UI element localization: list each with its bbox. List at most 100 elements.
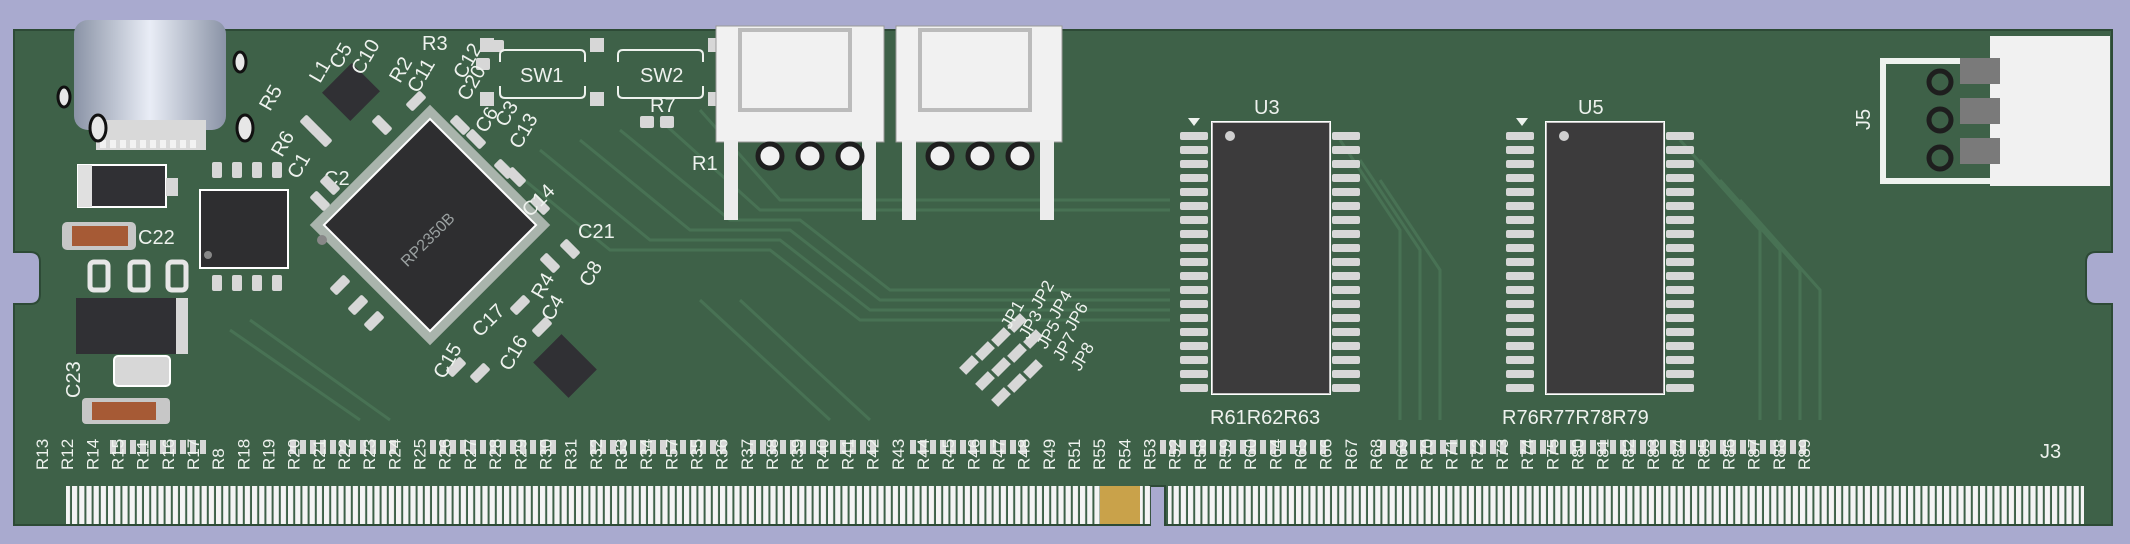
resistor-label: R36 <box>713 439 732 470</box>
resistor-pad <box>680 440 686 454</box>
resistor-pad <box>450 440 456 454</box>
label-j5: J5 <box>1853 109 1875 130</box>
resistor-label: R46 <box>964 439 983 470</box>
label-r7: R7 <box>650 95 676 117</box>
ic-pin <box>1332 230 1360 238</box>
resistor-pad <box>1740 440 1746 454</box>
resistor-label: R47 <box>990 439 1009 470</box>
resistor-label: R65 <box>1292 439 1311 470</box>
ic-pin <box>1180 300 1208 308</box>
voltage-regulator <box>76 259 189 424</box>
resistor-label: R31 <box>562 439 581 470</box>
resistor-label: R51 <box>1065 439 1084 470</box>
resistor-label: R24 <box>385 439 404 470</box>
ic-pin <box>1666 160 1694 168</box>
resistor-label: R23 <box>360 439 379 470</box>
resistor-label: R14 <box>83 439 102 470</box>
resistor-pad <box>120 440 126 454</box>
resistor-pad <box>1200 440 1206 454</box>
resistor-label: R83 <box>1644 439 1663 470</box>
resistor-pad <box>1630 440 1636 454</box>
resistor-label: R26 <box>436 439 455 470</box>
resistor-pad <box>990 440 996 454</box>
resistor-pad <box>160 440 166 454</box>
ic-pin <box>1666 216 1694 224</box>
resistor-pad <box>1780 440 1786 454</box>
resistor-pad <box>1650 440 1656 454</box>
usb-c-connector <box>56 20 255 150</box>
ic-pin <box>1666 230 1694 238</box>
connector-jst-2[interactable] <box>895 25 1063 220</box>
resistor-pad <box>1390 440 1396 454</box>
resistor-pad <box>1430 440 1436 454</box>
resistor-pad <box>1460 440 1466 454</box>
connector-jst-1[interactable] <box>715 25 885 220</box>
resistor-pad <box>1660 440 1666 454</box>
ic-pin <box>1332 314 1360 322</box>
resistor-pad <box>770 440 776 454</box>
ic-pin <box>1666 384 1694 392</box>
resistor-pad <box>510 440 516 454</box>
ic-pin <box>1666 146 1694 154</box>
ic-pin <box>1180 356 1208 364</box>
resistor-pad <box>1170 440 1176 454</box>
ic-pin <box>1666 300 1694 308</box>
resistor-pad <box>1580 440 1586 454</box>
resistor-pad <box>1620 440 1626 454</box>
switch-sw2[interactable] <box>617 49 704 99</box>
ic-pin <box>1666 328 1694 336</box>
resistor-label: R17 <box>184 439 203 470</box>
resistor-label: R84 <box>1669 439 1688 470</box>
resistor-pad <box>1440 440 1446 454</box>
resistor-pad <box>1730 440 1736 454</box>
resistor-pad <box>340 440 346 454</box>
resistor-pad <box>670 440 676 454</box>
ic-pin <box>1666 286 1694 294</box>
resistor-pad <box>1760 440 1766 454</box>
resistor-label: R40 <box>813 439 832 470</box>
ic-pin <box>1506 370 1534 378</box>
ic-pin <box>1332 258 1360 266</box>
resistor-label: R42 <box>864 439 883 470</box>
resistor-pad <box>840 440 846 454</box>
ic-pin <box>1506 160 1534 168</box>
resistor-label: R37 <box>738 439 757 470</box>
label-r3: R3 <box>422 33 448 55</box>
ic-pin <box>1332 160 1360 168</box>
resistor-pad <box>1700 440 1706 454</box>
resistor-pad <box>470 440 476 454</box>
resistor-pad <box>1470 440 1476 454</box>
resistor-label: R30 <box>536 439 555 470</box>
resistor-label: R28 <box>486 439 505 470</box>
resistor-pad <box>1000 440 1006 454</box>
resistor-pad <box>170 440 176 454</box>
resistor-pad <box>490 440 496 454</box>
pcb-traces <box>229 109 1822 422</box>
ic-pin <box>1180 342 1208 350</box>
resistor-pad <box>190 440 196 454</box>
connector-j5[interactable] <box>1880 36 2110 186</box>
resistor-pad <box>1480 440 1486 454</box>
resistor-label: R32 <box>587 439 606 470</box>
resistor-pad <box>870 440 876 454</box>
resistor-pad <box>1450 440 1456 454</box>
resistor-label: R39 <box>788 439 807 470</box>
resistor-label: R18 <box>234 439 253 470</box>
resistor-pad <box>1490 440 1496 454</box>
switch-sw1[interactable] <box>499 49 586 99</box>
resistor-label: R80 <box>1568 439 1587 470</box>
label-c23: C23 <box>63 361 85 398</box>
resistor-pad <box>1420 440 1426 454</box>
resistor-label: R19 <box>260 439 279 470</box>
inductor-l1 <box>322 63 380 121</box>
resistor-pad <box>750 440 756 454</box>
resistor-pad <box>1690 440 1696 454</box>
resistor-pad <box>780 440 786 454</box>
resistor-pad <box>1500 440 1506 454</box>
resistor-label: R81 <box>1594 439 1613 470</box>
ic-pin <box>1332 286 1360 294</box>
resistor-label: R58 <box>1191 439 1210 470</box>
resistor-label: R16 <box>159 439 178 470</box>
resistor-pad <box>960 440 966 454</box>
